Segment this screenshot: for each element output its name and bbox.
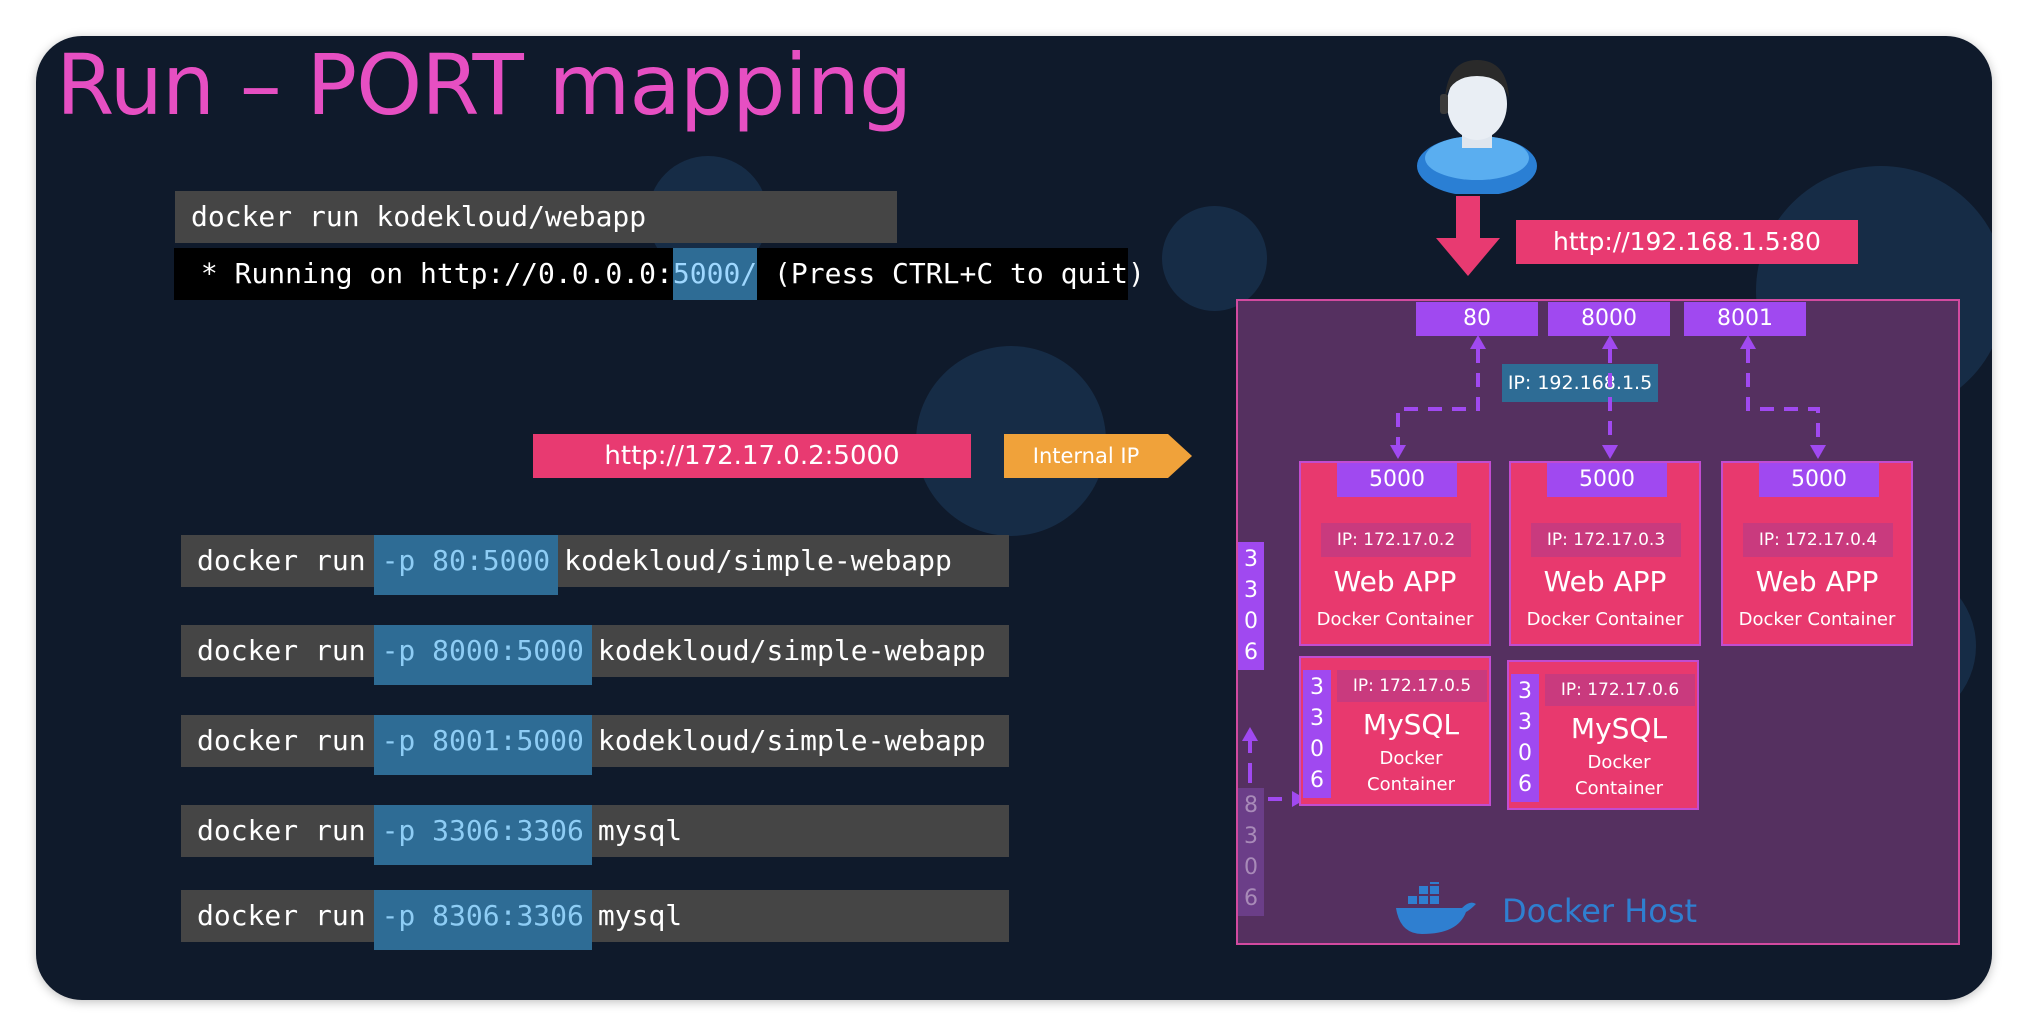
port-digit: 3	[1244, 578, 1258, 603]
terminal-output-port: 5000/	[672, 248, 758, 300]
container-name: Web APP	[1543, 565, 1667, 598]
port-digit: 0	[1310, 737, 1324, 762]
container-type: Docker Container	[1316, 609, 1474, 630]
web-container-3: 5000 IP: 172.17.0.4 Web APP Docker Conta…	[1721, 461, 1913, 646]
port-digit: 8	[1244, 793, 1258, 818]
mysql-container-2: 3 3 0 6 IP: 172.17.0.6 MySQL Docker Cont…	[1507, 660, 1699, 810]
down-arrow-icon	[1436, 196, 1500, 276]
port-digit: 3	[1310, 675, 1324, 700]
port-digit: 0	[1518, 741, 1532, 766]
command-prefix: docker run	[197, 634, 366, 667]
container-type-line1: Docker	[1379, 748, 1443, 769]
port-flag: -p 80:5000	[373, 535, 559, 595]
host-ip-label: IP: 192.168.1.5	[1502, 364, 1658, 402]
container-type-line2: Container	[1367, 774, 1455, 795]
container-name: Web APP	[1333, 565, 1457, 598]
user-icon	[1417, 60, 1537, 194]
port-digit: 6	[1310, 768, 1324, 793]
port-digit: 6	[1518, 772, 1532, 797]
terminal-command-text: docker run kodekloud/webapp	[191, 200, 647, 233]
host-port-80: 80	[1416, 302, 1538, 336]
host-url-text: http://192.168.1.5:80	[1553, 227, 1821, 256]
background-bubble	[1162, 206, 1267, 311]
container-type-line2: Container	[1575, 778, 1663, 799]
port-flag: -p 8001:5000	[373, 715, 592, 775]
page-title: Run – PORT mapping	[56, 36, 912, 134]
host-side-port-8306: 8 3 0 6	[1238, 788, 1264, 916]
port-digit: 0	[1244, 609, 1258, 634]
terminal-output-prefix: * Running on http://0.0.0.0:	[184, 257, 673, 290]
command-image: kodekloud/simple-webapp	[597, 634, 986, 667]
container-type-line1: Docker	[1587, 752, 1651, 773]
internal-ip-label: Internal IP	[1032, 444, 1140, 468]
command-image: mysql	[597, 899, 683, 932]
mysql-port: 3 3 0 6	[1303, 670, 1331, 798]
container-port: 5000	[1337, 463, 1457, 497]
container-ip: IP: 172.17.0.5	[1337, 670, 1487, 702]
web-container-2: 5000 IP: 172.17.0.3 Web APP Docker Conta…	[1509, 461, 1701, 646]
container-name: MySQL	[1362, 708, 1460, 741]
port-digit: 3	[1244, 824, 1258, 849]
docker-host-label: Docker Host	[1502, 892, 1698, 930]
container-ip: IP: 172.17.0.3	[1531, 523, 1681, 557]
port-flag: -p 8306:3306	[373, 890, 592, 950]
command-image: mysql	[597, 814, 683, 847]
terminal-command: docker run kodekloud/webapp	[175, 191, 897, 243]
port-digit: 6	[1244, 640, 1258, 665]
mysql-container-1: 3 3 0 6 IP: 172.17.0.5 MySQL Docker Cont…	[1299, 656, 1491, 806]
port-digit: 3	[1310, 706, 1324, 731]
web-container-1: 5000 IP: 172.17.0.2 Web APP Docker Conta…	[1299, 461, 1491, 646]
port-flag: -p 8000:5000	[373, 625, 592, 685]
command-prefix: docker run	[197, 899, 366, 932]
internal-ip-arrow-shape	[1004, 434, 1192, 478]
port-digit: 3	[1518, 679, 1532, 704]
container-name: Web APP	[1755, 565, 1879, 598]
internal-url-text: http://172.17.0.2:5000	[604, 441, 900, 471]
port-digit: 0	[1244, 855, 1258, 880]
command-prefix: docker run	[197, 544, 366, 577]
container-type: Docker Container	[1526, 609, 1684, 630]
internal-url-callout: http://172.17.0.2:5000	[533, 434, 971, 478]
slide: Run – PORT mapping docker run kodekloud/…	[36, 36, 1992, 1000]
port-digit: 6	[1244, 886, 1258, 911]
terminal-output: * Running on http://0.0.0.0:5000/ (Press…	[174, 248, 1145, 300]
command-prefix: docker run	[197, 724, 366, 757]
host-side-port-3306: 3 3 0 6	[1238, 542, 1264, 670]
command-image: kodekloud/simple-webapp	[597, 724, 986, 757]
terminal-output-suffix: (Press CTRL+C to quit)	[757, 257, 1145, 290]
host-port-8001: 8001	[1684, 302, 1806, 336]
port-digit: 3	[1518, 710, 1532, 735]
command-prefix: docker run	[197, 814, 366, 847]
container-port: 5000	[1759, 463, 1879, 497]
container-port: 5000	[1547, 463, 1667, 497]
container-ip: IP: 172.17.0.2	[1321, 523, 1471, 557]
port-flag: -p 3306:3306	[373, 805, 592, 865]
host-url-callout: http://192.168.1.5:80	[1516, 220, 1858, 264]
container-ip: IP: 172.17.0.6	[1545, 674, 1695, 706]
internal-ip-tag: Internal IP	[1004, 434, 1192, 478]
docker-whale-icon	[1396, 882, 1476, 934]
mysql-port: 3 3 0 6	[1511, 674, 1539, 802]
container-name: MySQL	[1570, 712, 1668, 745]
container-ip: IP: 172.17.0.4	[1743, 523, 1893, 557]
port-digit: 3	[1244, 547, 1258, 572]
host-port-8000: 8000	[1548, 302, 1670, 336]
container-type: Docker Container	[1738, 609, 1896, 630]
command-image: kodekloud/simple-webapp	[564, 544, 952, 577]
